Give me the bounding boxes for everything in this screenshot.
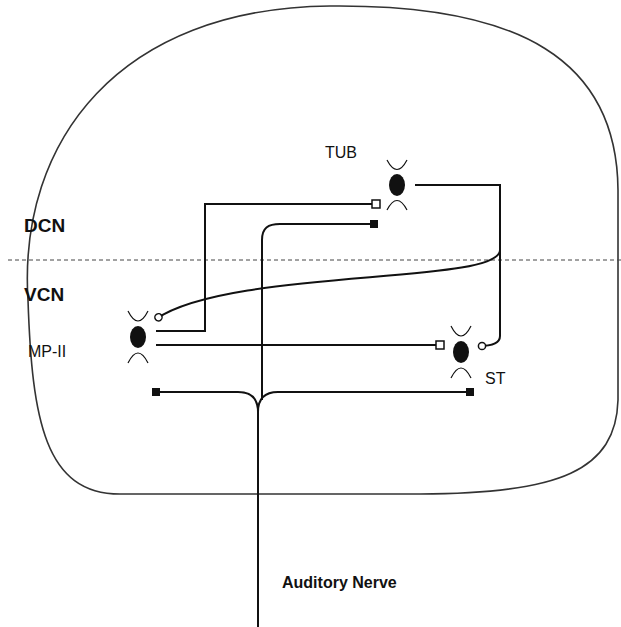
axon-connector bbox=[156, 344, 443, 346]
cochlear-nucleus-outline bbox=[27, 6, 618, 494]
region-label: Auditory Nerve bbox=[282, 574, 397, 592]
synapse-terminals bbox=[152, 220, 474, 396]
neuron-label: TUB bbox=[325, 144, 357, 162]
axon-connector bbox=[156, 204, 379, 331]
neuron-label: MP-II bbox=[28, 343, 66, 361]
axon-connector bbox=[415, 185, 500, 346]
neuron-soma bbox=[120, 309, 156, 365]
region-label: VCN bbox=[24, 284, 64, 306]
neuron-soma bbox=[443, 324, 479, 380]
division-line bbox=[8, 260, 621, 261]
neuron-label: ST bbox=[485, 370, 505, 388]
auditory-nerve-fibers bbox=[157, 224, 468, 627]
neuron: ST bbox=[443, 324, 479, 380]
region-label: DCN bbox=[24, 215, 65, 237]
neuron-soma bbox=[379, 158, 415, 212]
neuron: MP-II bbox=[120, 309, 156, 365]
neuron: TUB bbox=[379, 158, 415, 212]
axon-connector bbox=[156, 185, 500, 319]
